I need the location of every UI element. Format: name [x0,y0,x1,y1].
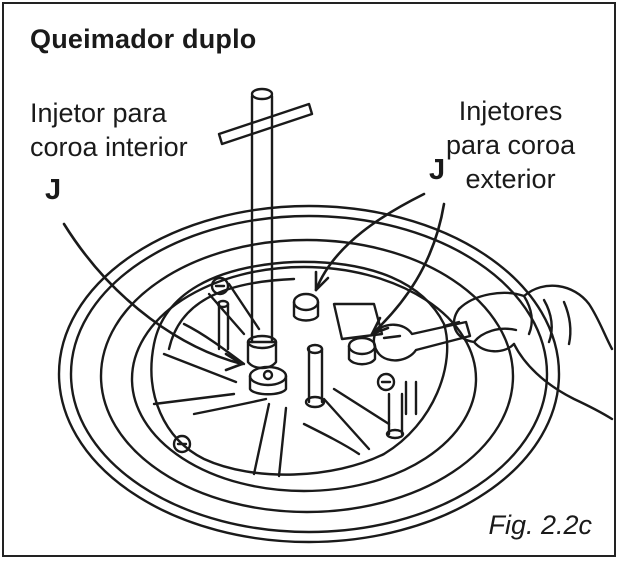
spanner-tool [217,87,314,370]
fixing-screws [172,276,396,454]
outer-marker: J [429,154,446,186]
outer-injectors-label: Injetores para coroa exterior [446,94,575,196]
inner-marker: J [45,174,62,206]
outer-label-line: para coroa [446,130,576,160]
central-injector [248,365,288,396]
figure-caption: Fig. 2.2c [488,510,592,540]
inner-label-line: coroa interior [30,132,188,162]
arrow-outer-1 [314,192,426,292]
burner-illustration [57,87,614,544]
outer-label-line: exterior [465,164,556,194]
outer-injectors [292,292,384,366]
inner-injector-label: Injetor para coroa interior [30,96,188,164]
outer-label-line: Injetores [458,96,563,126]
electrode-posts [216,299,418,440]
gloved-hand [442,284,614,421]
burner-base [150,260,449,478]
open-end-wrench [372,320,472,362]
arrow-outer-2 [370,202,446,336]
pointer-arrows [62,192,446,372]
inner-label-line: Injetor para [30,98,167,128]
figure-title: Queimador duplo [30,24,257,54]
hob-rings [57,204,561,544]
arrow-inner [62,222,244,366]
